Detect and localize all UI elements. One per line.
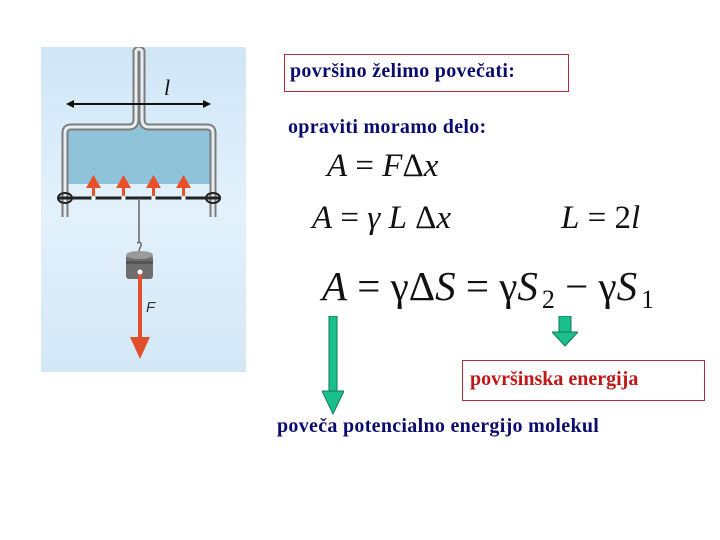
potential-energy-label: poveča potencialno energijo molekul xyxy=(277,415,600,437)
title-text: površino želimo povečati: xyxy=(290,60,516,82)
force-label: F xyxy=(146,299,156,316)
length-label: l xyxy=(164,75,171,100)
equation-work-gamma: A = γ L Δx xyxy=(312,200,452,236)
arrow-up-icon xyxy=(146,175,161,201)
arrow-up-icon xyxy=(176,175,191,201)
surface-energy-label: površinska energija xyxy=(470,368,639,390)
right-ring xyxy=(205,192,221,204)
long-down-arrow-icon xyxy=(322,316,344,416)
arrow-up-icon xyxy=(116,175,131,201)
length-dimension-arrow xyxy=(66,100,211,108)
frame-svg xyxy=(57,45,221,359)
liquid-film xyxy=(65,117,213,184)
weight-icon xyxy=(126,251,153,279)
left-ring xyxy=(57,192,73,204)
surface-energy-box xyxy=(462,360,705,401)
arrow-up-icon xyxy=(86,175,101,201)
surface-tension-arrows xyxy=(86,175,191,201)
hook xyxy=(136,241,142,253)
force-arrow xyxy=(130,269,150,359)
equation-length: L = 2l xyxy=(561,200,641,236)
short-down-arrow-icon xyxy=(552,316,578,347)
subtitle-text: opraviti moramo delo: xyxy=(288,116,487,138)
title-box xyxy=(284,54,569,92)
equation-work-force: A = FΔx xyxy=(327,148,439,184)
soap-film-frame-diagram: l F xyxy=(41,45,246,372)
